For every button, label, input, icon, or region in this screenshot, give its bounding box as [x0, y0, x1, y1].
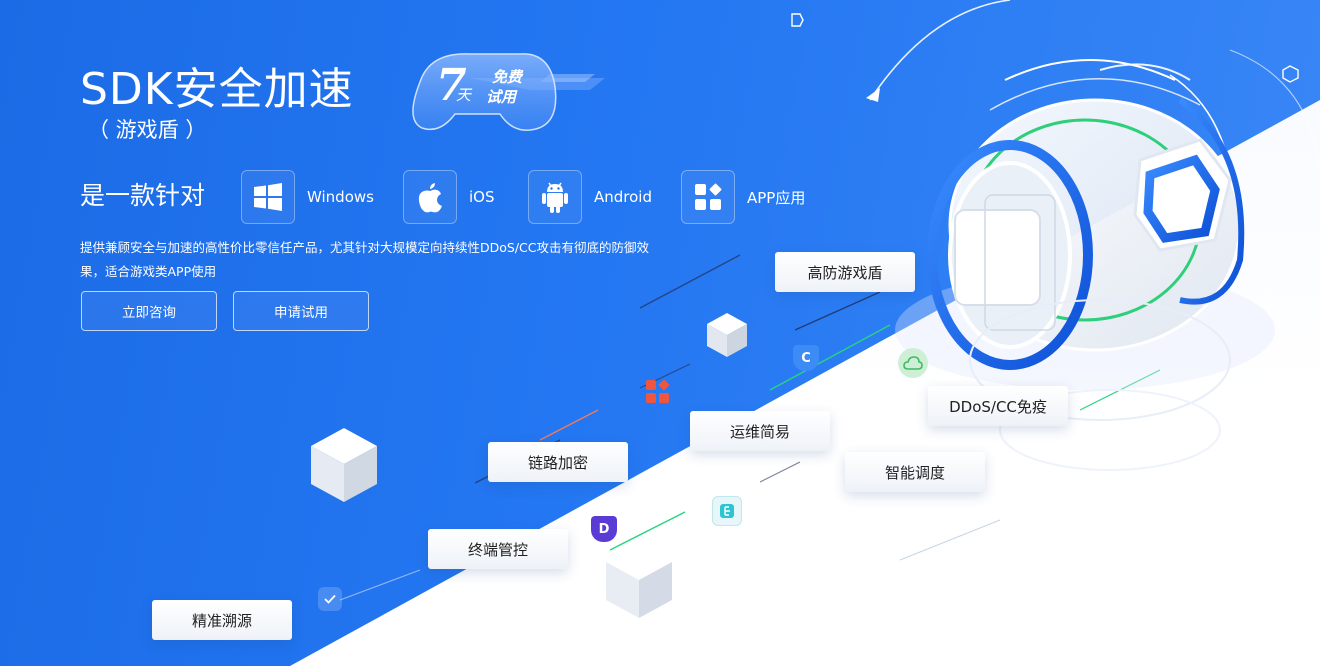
- product-description: 提供兼顾安全与加速的高性价比零信任产品，尤其针对大规模定向持续性DDoS/CC攻…: [80, 240, 650, 279]
- trial-use-label: 试用: [486, 88, 517, 106]
- check-icon: [318, 587, 342, 611]
- app-grid-icon: [681, 170, 735, 224]
- cube-icon: [606, 544, 672, 618]
- feature-scheduling: 智能调度: [845, 452, 985, 492]
- network-icon: [712, 496, 742, 526]
- grid-icon: [645, 379, 671, 405]
- consult-button[interactable]: 立即咨询: [81, 291, 217, 331]
- feature-ops: 运维简易: [690, 411, 830, 451]
- platform-ios: iOS: [403, 169, 495, 225]
- page-title: SDK安全加速: [80, 64, 354, 115]
- feature-ddos: DDoS/CC免疫: [928, 386, 1068, 426]
- platform-android: Android: [528, 169, 652, 225]
- windows-icon: [241, 170, 295, 224]
- feature-link-encrypt: 链路加密: [488, 442, 628, 482]
- shield-c-icon: C: [793, 345, 819, 371]
- feature-trace: 精准溯源: [152, 600, 292, 640]
- platform-app: APP应用: [681, 169, 805, 225]
- page-subtitle: （ 游戏盾 ）: [88, 118, 207, 142]
- trial-days-number: 7: [436, 60, 467, 111]
- cube-icon: [311, 428, 377, 502]
- apple-icon: [403, 170, 457, 224]
- feature-terminal: 终端管控: [428, 529, 568, 569]
- shield-d-icon: D: [591, 516, 617, 542]
- target-label: 是一款针对: [80, 181, 206, 210]
- gamepad-icon: [412, 53, 605, 131]
- android-icon: [528, 170, 582, 224]
- trial-days-unit: 天: [456, 86, 472, 104]
- cube-icon: [297, 655, 335, 665]
- platform-label: Android: [594, 188, 652, 206]
- feature-anti-game: 高防游戏盾: [775, 252, 915, 292]
- apply-trial-button[interactable]: 申请试用: [233, 291, 369, 331]
- platform-windows: Windows: [241, 169, 374, 225]
- trial-free-label: 免费: [492, 68, 523, 86]
- cloud-icon: [898, 348, 928, 378]
- cube-icon: [707, 313, 747, 357]
- platform-label: APP应用: [747, 188, 806, 207]
- platform-label: Windows: [307, 188, 374, 206]
- platform-label: iOS: [469, 188, 495, 206]
